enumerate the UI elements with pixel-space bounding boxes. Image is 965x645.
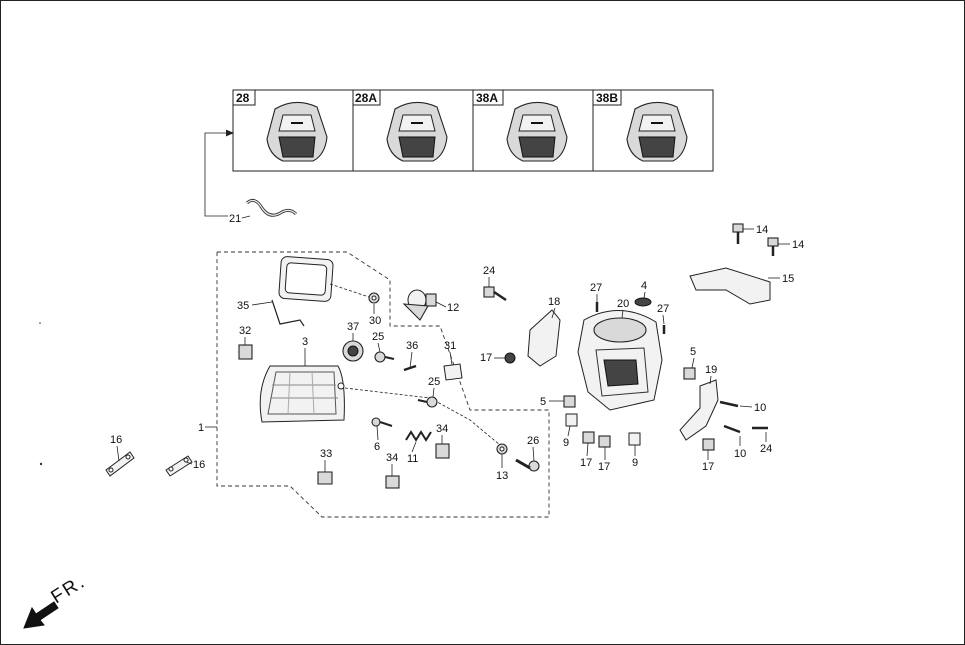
clip-nut-34 xyxy=(385,475,400,489)
callout-label: 18 xyxy=(548,296,560,308)
grommet-17 xyxy=(598,435,611,448)
callout-label: 14 xyxy=(792,239,804,251)
screw-25 xyxy=(417,396,438,408)
bracket-16 xyxy=(105,451,135,477)
headlight-rim-35 xyxy=(271,256,334,327)
callout-label: 16 xyxy=(110,434,122,446)
callout-labels: 21 35 30 12 24 32 3 37 25 36 31 25 1 6 3… xyxy=(110,213,804,482)
cowl-drawing xyxy=(506,101,568,162)
grommet-4 xyxy=(634,297,652,307)
callout-label: 19 xyxy=(705,364,717,376)
callout-label: 35 xyxy=(237,300,249,312)
adjuster-33 xyxy=(317,471,333,485)
grommet-17 xyxy=(702,438,715,451)
callout-label: 17 xyxy=(598,461,610,473)
bolt-26 xyxy=(515,458,540,472)
bracket-19 xyxy=(679,379,719,441)
nut-5 xyxy=(563,395,576,408)
cowl-drawing xyxy=(626,101,688,162)
dot-mark xyxy=(39,322,41,324)
callout-label: 27 xyxy=(590,282,602,294)
bolt-14 xyxy=(732,223,744,244)
variant-table: 28 28A 38A 38B xyxy=(232,89,714,172)
callout-label: 31 xyxy=(444,340,456,352)
callout-label: 36 xyxy=(406,340,418,352)
group-bracket xyxy=(204,132,233,217)
callout-label: 37 xyxy=(347,321,359,333)
screw-25 xyxy=(374,351,395,363)
variant-code: 28 xyxy=(236,91,250,105)
callout-label: 30 xyxy=(369,315,381,327)
grommet-17 xyxy=(504,352,516,364)
cowl-drawing xyxy=(266,101,328,162)
bolt-10 xyxy=(723,424,741,434)
callout-label: 9 xyxy=(563,437,569,449)
assembly-boundary xyxy=(216,251,550,518)
callout-label: 13 xyxy=(496,470,508,482)
callout-label: 5 xyxy=(540,396,546,408)
callout-label: 17 xyxy=(702,461,714,473)
variant-code: 38B xyxy=(596,91,618,105)
callout-label: 10 xyxy=(734,448,746,460)
wire-clip-21 xyxy=(246,198,298,217)
callout-label: 11 xyxy=(407,453,418,465)
headlight-lens-3 xyxy=(259,365,345,423)
variant-code: 38A xyxy=(476,91,498,105)
bolt-10 xyxy=(719,400,739,408)
callout-label: 16 xyxy=(193,459,205,471)
callout-label: 26 xyxy=(527,435,539,447)
callout-label: 25 xyxy=(372,331,384,343)
callout-label: 33 xyxy=(320,448,332,460)
callout-label: 27 xyxy=(657,303,669,315)
callout-label: 24 xyxy=(483,265,495,277)
screw-6 xyxy=(371,417,393,427)
socket-37 xyxy=(342,340,364,362)
callout-label: 21 xyxy=(229,213,241,225)
callout-label: 3 xyxy=(302,336,308,348)
clip-31 xyxy=(443,363,463,381)
callout-label: 12 xyxy=(447,302,459,314)
front-direction-arrow: FR. xyxy=(23,571,90,629)
callout-label: 5 xyxy=(690,346,696,358)
callout-label: 32 xyxy=(239,325,251,337)
clip-9 xyxy=(565,413,578,427)
clip-nut-32 xyxy=(238,344,253,360)
clip-nut-34 xyxy=(435,443,450,459)
callout-label: 4 xyxy=(641,280,647,292)
bulb-12 xyxy=(402,289,437,321)
bolt-24 xyxy=(483,286,507,302)
callout-label: 25 xyxy=(428,376,440,388)
callout-label: 34 xyxy=(436,423,448,435)
stay-15 xyxy=(689,267,771,305)
headlight-case-20 xyxy=(577,310,663,411)
callout-label: 20 xyxy=(617,298,629,310)
bracket-18 xyxy=(527,309,561,367)
spring-11 xyxy=(405,430,432,442)
bracket-16 xyxy=(165,455,193,477)
callout-label: 9 xyxy=(632,457,638,469)
callout-label: 17 xyxy=(580,457,592,469)
callout-label: 15 xyxy=(782,273,794,285)
variant-code: 28A xyxy=(355,91,377,105)
callout-label: 34 xyxy=(386,452,398,464)
callout-label: 14 xyxy=(756,224,768,236)
callout-label: 24 xyxy=(760,443,772,455)
callout-label: 6 xyxy=(374,441,380,453)
cowl-drawing xyxy=(386,101,448,162)
callout-label: 10 xyxy=(754,402,766,414)
bolt-14 xyxy=(767,237,779,256)
clip-9 xyxy=(628,432,641,446)
nut-5 xyxy=(683,367,696,380)
grommet-17 xyxy=(582,431,595,444)
callout-label: 1 xyxy=(198,422,204,434)
dot-mark xyxy=(39,462,43,466)
callout-label: 17 xyxy=(480,352,492,364)
